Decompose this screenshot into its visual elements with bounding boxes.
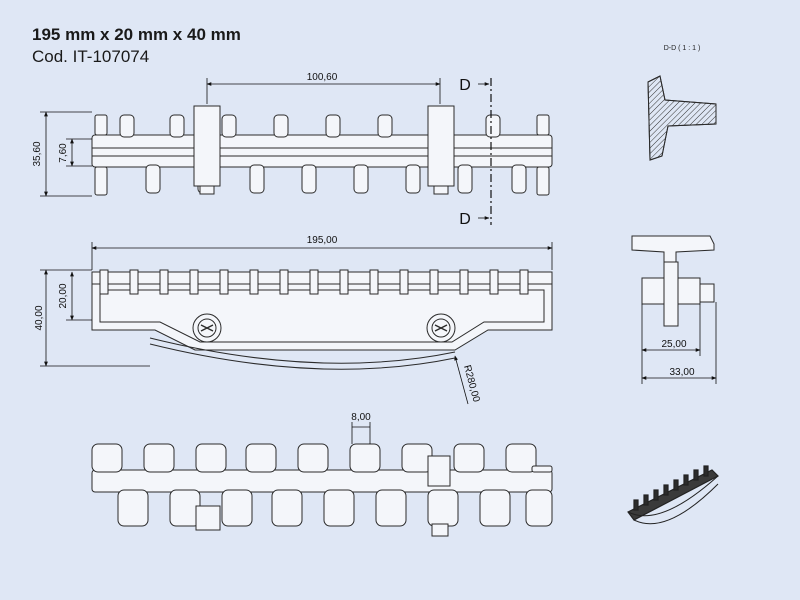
screw-hole-left xyxy=(192,313,222,343)
front-height-dimension-label: 40,00 xyxy=(34,305,45,330)
front-view xyxy=(91,269,553,370)
front-ribs xyxy=(99,269,529,295)
front-inner-dimension-label: 20,00 xyxy=(58,283,69,308)
side-view-dimensions xyxy=(641,302,717,384)
length-dimension-label: 195,00 xyxy=(307,235,338,246)
tooth-width-dimension-label: 8,00 xyxy=(351,412,371,423)
section-d-d xyxy=(647,75,717,161)
header: 195 mm x 20 mm x 40 mm Cod. IT-107074 xyxy=(32,24,241,68)
top-height-dimension-label: 35,60 xyxy=(32,141,43,166)
top-inner-dimension-label: 7,60 xyxy=(58,143,69,163)
top-view-dimensions xyxy=(40,78,492,225)
side-outer-dimension-label: 33,00 xyxy=(669,367,694,378)
isometric-teeth xyxy=(633,465,709,511)
side-inner-dimension-label: 25,00 xyxy=(661,339,686,350)
isometric-view xyxy=(627,465,720,525)
product-dimensions-title: 195 mm x 20 mm x 40 mm xyxy=(32,25,241,44)
radius-dimension-label: R280,00 xyxy=(461,364,482,404)
side-view xyxy=(631,235,715,327)
section-marker-bottom: D xyxy=(459,211,471,228)
bottom-view xyxy=(91,443,553,537)
bottom-teeth-lower xyxy=(117,489,553,527)
front-view-dimensions xyxy=(40,242,553,405)
product-code: Cod. IT-107074 xyxy=(32,47,150,66)
bottom-teeth-upper xyxy=(91,443,553,473)
top-pins xyxy=(193,105,455,195)
section-marker-top: D xyxy=(459,77,471,94)
bottom-view-dimensions xyxy=(351,422,371,444)
screw-hole-right xyxy=(426,313,456,343)
top-view xyxy=(91,105,553,196)
section-label: D-D ( 1 : 1 ) xyxy=(664,45,701,52)
pitch-dimension-label: 100,60 xyxy=(307,72,338,83)
